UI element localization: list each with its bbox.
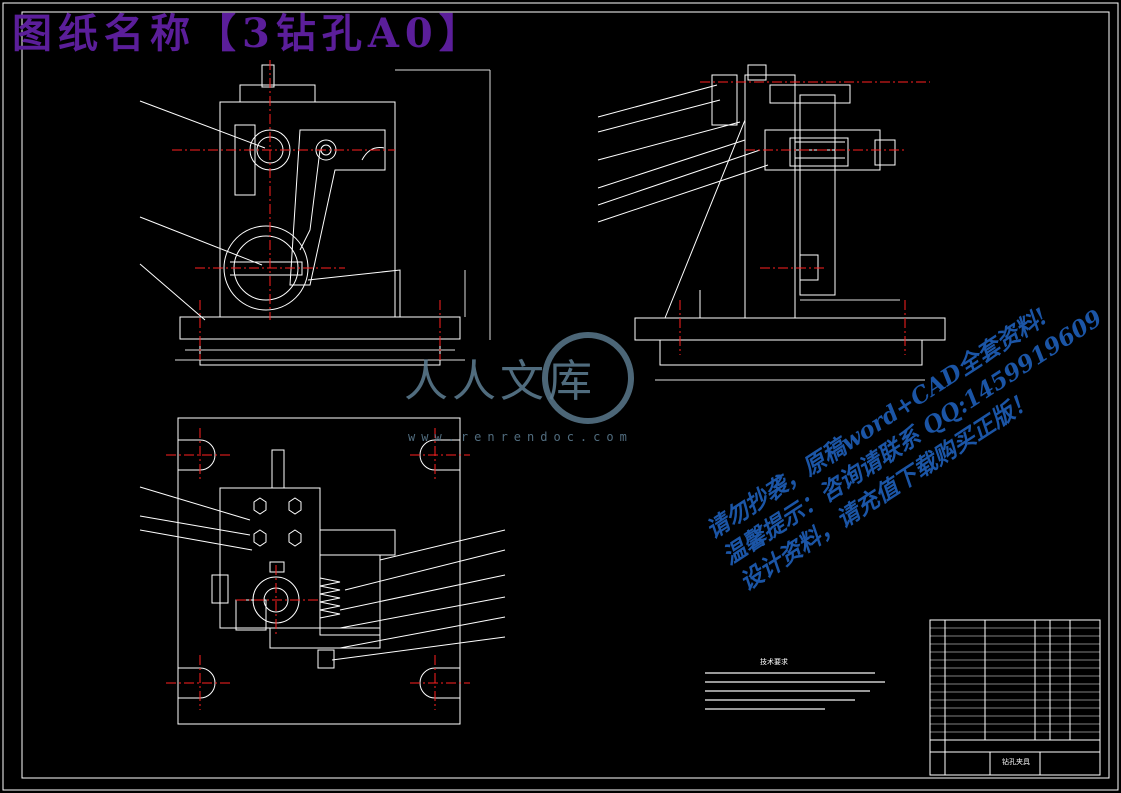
top-view-centerlines xyxy=(166,428,470,710)
drawing-title-banner: 图纸名称【3钻孔A0】 xyxy=(12,10,485,57)
parts-list-table xyxy=(929,619,1101,776)
top-view xyxy=(139,417,506,725)
logo-circle xyxy=(542,332,634,424)
watermark-url: www.renrendoc.com xyxy=(408,430,633,444)
title-block-drawing-name: 钻孔夹具 xyxy=(1002,757,1030,766)
parts-list-rows xyxy=(930,627,1100,733)
side-view-centerlines xyxy=(679,81,930,355)
technical-notes-block xyxy=(705,672,885,710)
front-view-centerlines xyxy=(172,60,441,360)
watermark-logo-text: 人人文库 xyxy=(404,356,596,407)
drawing-frame xyxy=(21,11,1110,779)
side-view xyxy=(597,64,946,381)
technical-notes-title: 技术要求 xyxy=(760,657,788,666)
front-view xyxy=(139,64,491,366)
